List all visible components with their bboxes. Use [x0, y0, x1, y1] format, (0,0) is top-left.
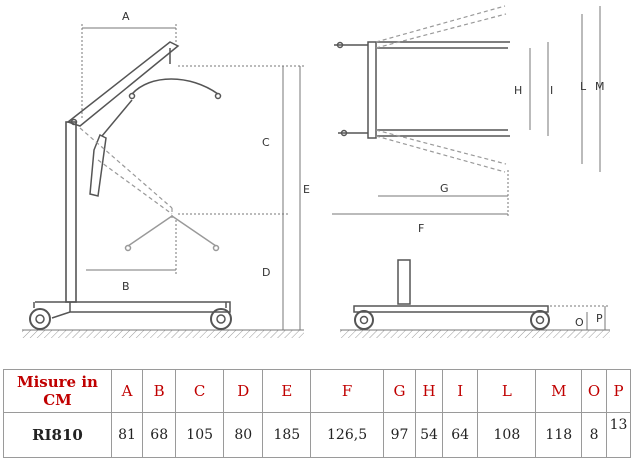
floor-hatch-side	[22, 330, 304, 338]
side-view-dimensions	[81, 24, 304, 330]
column-header: M	[535, 369, 583, 413]
table-cell: 108	[477, 412, 537, 458]
dim-label-i: I	[550, 84, 553, 97]
base-view	[340, 259, 610, 338]
floor-hatch-base	[340, 330, 610, 338]
table-header-label: Misure in CM	[3, 369, 112, 413]
dim-label-l: L	[580, 80, 587, 93]
column-header: D	[223, 369, 264, 413]
table-cell: 185	[262, 412, 312, 458]
top-view	[334, 5, 510, 173]
dim-label-a: A	[122, 10, 130, 23]
table-cell: 105	[175, 412, 225, 458]
table-header-row: Misure in CM A B C D E F G H I L M O P	[3, 369, 631, 413]
column-header: O	[581, 369, 608, 413]
technical-drawing: A B C D E F G H I L M	[22, 5, 610, 338]
dim-label-f: F	[418, 222, 424, 235]
dim-label-e: E	[303, 183, 310, 196]
column-header: I	[442, 369, 479, 413]
table-cell: 13	[606, 412, 631, 458]
base-view-dimensions	[550, 305, 610, 330]
side-view	[22, 41, 304, 338]
column-header: E	[262, 369, 312, 413]
column-header: P	[606, 369, 631, 413]
dim-label-b: B	[122, 280, 130, 293]
table-row: RI810 81 68 105 80 185 126,5 97 54 64 10…	[3, 412, 631, 458]
table-cell: 80	[223, 412, 264, 458]
table-cell: 97	[382, 412, 417, 458]
table-cell: 126,5	[310, 412, 384, 458]
dim-label-c: C	[262, 136, 270, 149]
dimensions-table: Misure in CM A B C D E F G H I L M O P R…	[3, 369, 631, 458]
top-view-dimensions	[332, 6, 601, 218]
table-cell: 64	[442, 412, 479, 458]
model-name: RI810	[3, 412, 112, 458]
dim-label-o: O	[575, 316, 584, 329]
dim-label-h: H	[514, 84, 522, 97]
column-header: F	[310, 369, 384, 413]
dim-label-g: G	[440, 182, 449, 195]
dim-label-m: M	[595, 80, 605, 93]
column-header: G	[382, 369, 417, 413]
dim-label-p: P	[596, 312, 603, 325]
column-header: H	[415, 369, 444, 413]
table-cell: 8	[581, 412, 608, 458]
column-header: B	[142, 369, 177, 413]
table-cell: 54	[415, 412, 444, 458]
table-cell: 118	[535, 412, 583, 458]
column-header: C	[175, 369, 225, 413]
dim-label-d: D	[262, 266, 270, 279]
column-header: A	[110, 369, 144, 413]
table-cell: 81	[110, 412, 144, 458]
table-cell: 68	[142, 412, 177, 458]
column-header: L	[477, 369, 537, 413]
